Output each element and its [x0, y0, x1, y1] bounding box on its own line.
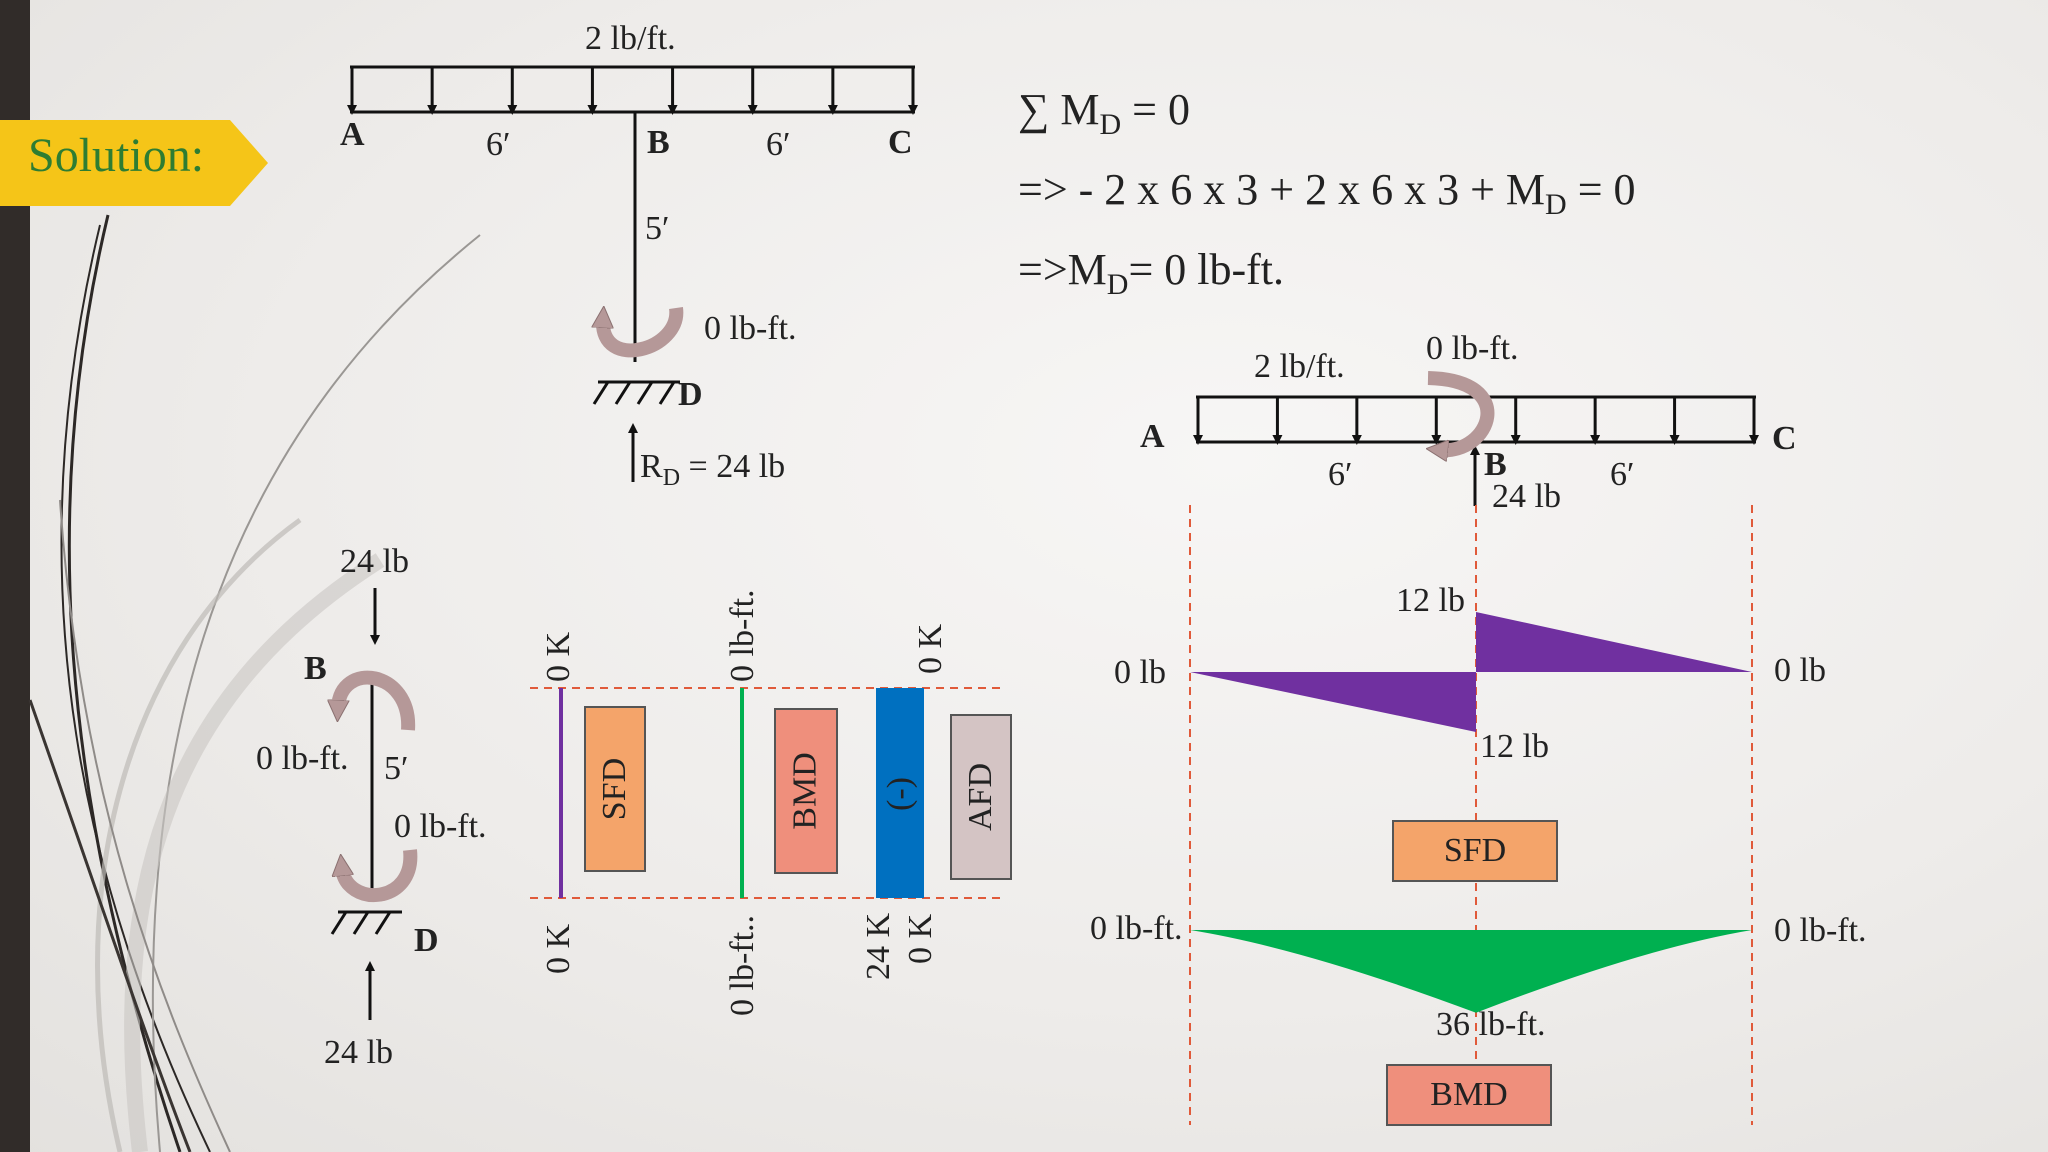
top-point-a: A	[340, 116, 365, 153]
right-moment-arrow	[1428, 371, 1495, 450]
right-beam-diagram	[1193, 395, 1759, 506]
top-length-bc: 6′	[766, 126, 791, 163]
top-reaction-label: RD = 24 lb	[640, 448, 786, 491]
solution-badge	[0, 120, 268, 206]
top-length-ab: 6′	[486, 126, 511, 163]
right-point-b: B	[1484, 446, 1507, 483]
fb-moment-b-label: 0 lb-ft.	[256, 740, 349, 777]
sfd-chart	[1190, 612, 1752, 732]
top-moment-label: 0 lb-ft.	[704, 310, 797, 347]
col-sfd-bottom-label: 0 K	[540, 923, 577, 974]
fb-load-bottom-label: 24 lb	[324, 1034, 393, 1071]
right-load-label: 2 lb/ft.	[1254, 348, 1345, 385]
bmd-box: BMD	[1386, 1064, 1552, 1126]
col-afd-box: AFD	[950, 714, 1012, 880]
col-afd-bottom-right-label: 0 K	[902, 913, 939, 964]
top-beam-diagram	[347, 65, 918, 482]
top-moment-arrow	[603, 308, 684, 358]
sfd-negative-region	[1190, 672, 1476, 732]
col-sfd-top-label: 0 K	[540, 631, 577, 682]
sfd-bottom-label: 12 lb	[1480, 728, 1549, 765]
bmd-left-label: 0 lb-ft.	[1090, 910, 1183, 947]
fb-point-d: D	[414, 922, 439, 959]
fb-length-label: 5′	[384, 750, 409, 787]
right-length-ab: 6′	[1328, 456, 1353, 493]
right-point-a: A	[1140, 418, 1165, 455]
fb-moment-arrow-b	[338, 670, 416, 731]
col-afd-bottom-left-label: 24 K	[860, 912, 897, 980]
sfd-left-label: 0 lb	[1114, 654, 1166, 691]
right-load-arrows	[1193, 397, 1759, 445]
top-fixed-support-hatch	[592, 380, 680, 405]
decorative-curves	[28, 214, 481, 1152]
fb-fixed-support-hatch	[330, 910, 402, 935]
solution-label: Solution:	[28, 129, 205, 182]
top-load-arrows	[347, 67, 918, 115]
col-bmd-box: BMD	[774, 708, 838, 874]
col-afd-top-label: 0 K	[912, 623, 949, 674]
col-sfd-box: SFD	[584, 706, 646, 872]
top-point-b: B	[647, 124, 670, 161]
col-bmd-top-label: 0 lb-ft.	[724, 589, 761, 682]
bmd-right-label: 0 lb-ft.	[1774, 912, 1867, 949]
bmd-bottom-label: 36 lb-ft.	[1436, 1006, 1546, 1043]
fb-moment-arrow-d	[342, 849, 418, 903]
sfd-bmd-guides	[1189, 505, 1753, 1125]
bmd-chart	[1190, 930, 1752, 1013]
top-length-bd: 5′	[645, 210, 670, 247]
right-point-c: C	[1772, 420, 1797, 457]
sfd-positive-region	[1476, 612, 1752, 672]
bmd-region	[1190, 930, 1752, 1013]
sfd-box: SFD	[1392, 820, 1558, 882]
equation-1: ∑ MD = 0	[1018, 85, 1190, 141]
fb-point-b: B	[304, 650, 327, 687]
top-point-c: C	[888, 124, 913, 161]
equation-2: => - 2 x 6 x 3 + 2 x 6 x 3 + MD = 0	[1018, 165, 1636, 221]
col-afd-sign: (-)	[881, 777, 918, 811]
right-reaction-label: 24 lb	[1492, 478, 1561, 515]
free-body-diagram	[330, 588, 402, 1020]
top-load-label: 2 lb/ft.	[585, 20, 676, 57]
sfd-right-label: 0 lb	[1774, 652, 1826, 689]
fb-load-top-label: 24 lb	[340, 543, 409, 580]
sfd-top-label: 12 lb	[1396, 582, 1465, 619]
column-afd-bar	[876, 688, 924, 898]
equation-3: =>MD= 0 lb-ft.	[1018, 245, 1285, 301]
right-moment-label: 0 lb-ft.	[1426, 330, 1519, 367]
top-point-d: D	[678, 376, 703, 413]
right-length-bc: 6′	[1610, 456, 1635, 493]
col-bmd-bottom-label: 0 lb-ft..	[724, 914, 761, 1016]
fb-moment-d-label: 0 lb-ft.	[394, 808, 487, 845]
